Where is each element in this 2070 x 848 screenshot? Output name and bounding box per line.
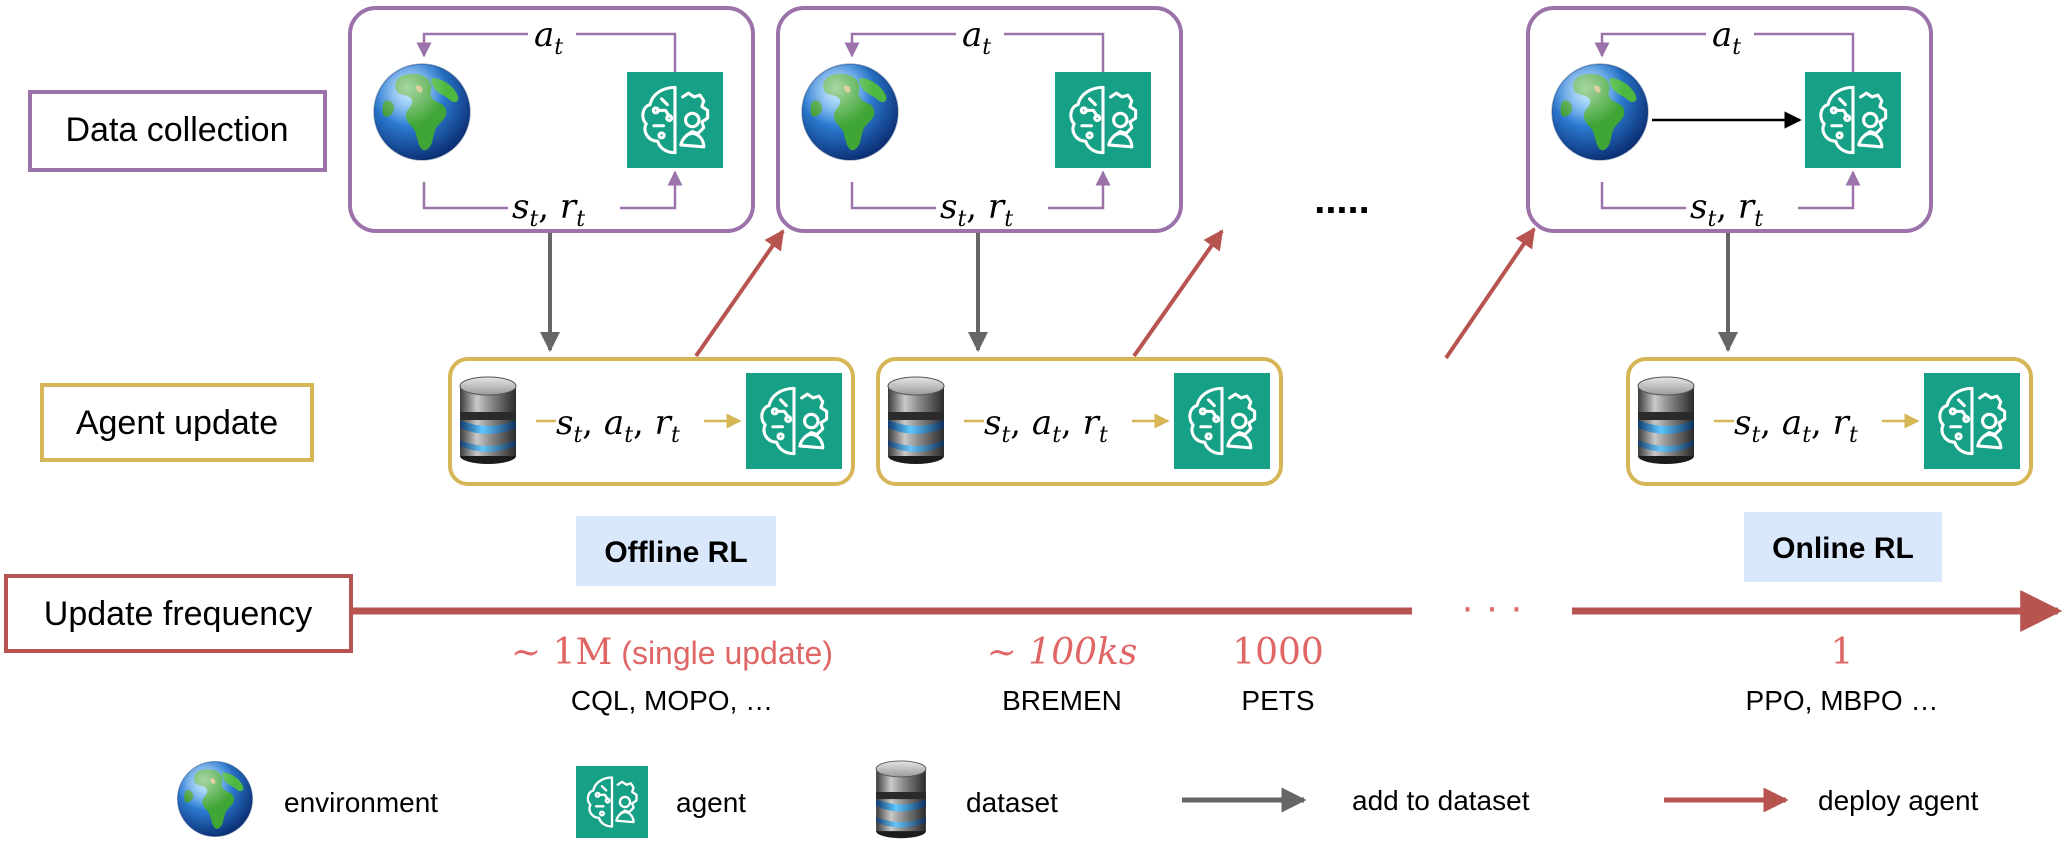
action-label: at (962, 15, 991, 60)
database-icon (887, 376, 945, 465)
globe-icon (1551, 63, 1649, 161)
transition-label: st, at, rt (556, 403, 680, 448)
agent-icon (1924, 372, 2020, 470)
agent-icon (746, 372, 842, 470)
globe-icon (176, 760, 254, 838)
legend: environment agent dataset add to dataset… (176, 760, 1979, 839)
deploy-agent-arrow-3 (1444, 227, 1536, 360)
data-collection-box-1: at st, rt (348, 6, 755, 233)
globe-icon (801, 63, 899, 161)
agent-update-box-1: st, at, rt (448, 357, 855, 486)
row-label-data-collection: Data collection (28, 90, 327, 172)
row-label-update-frequency: Update frequency (4, 574, 353, 653)
legend-deploy-agent: deploy agent (1818, 785, 1979, 816)
offline-rl-label: Offline RL (604, 536, 747, 569)
agent-icon (1055, 72, 1151, 168)
method-names: CQL, MOPO, … (571, 685, 773, 716)
agent-icon (576, 766, 648, 838)
agent-icon (627, 72, 723, 168)
legend-environment: environment (284, 787, 438, 818)
online-rl-badge: Online RL (1744, 512, 1942, 582)
row-label-data-collection-text: Data collection (65, 111, 288, 149)
agent-update-box-2: st, at, rt (876, 357, 1283, 486)
frequency-value: 1 (1831, 632, 1854, 673)
state-reward-label: st, rt (940, 187, 1013, 232)
method-names: PPO, MBPO … (1746, 685, 1939, 716)
method-names: BREMEN (1002, 685, 1122, 716)
offline-rl-badge: Offline RL (576, 516, 776, 586)
deploy-agent-arrow-2 (1132, 229, 1224, 358)
row-label-agent-update: Agent update (40, 383, 314, 462)
online-rl-label: Online RL (1772, 532, 1914, 565)
data-collection-box-2: at st, rt (776, 6, 1183, 233)
data-collection-box-3: at st, rt (1526, 6, 1933, 233)
transition-label: st, at, rt (984, 403, 1108, 448)
globe-icon (373, 63, 471, 161)
frequency-item-2: ∼ 100ks BREMEN (987, 632, 1138, 716)
legend-add-to-dataset: add to dataset (1352, 785, 1530, 816)
database-icon (1637, 376, 1695, 465)
row-label-agent-update-text: Agent update (76, 404, 278, 442)
ellipsis-top: ..... (1314, 178, 1370, 222)
timeline-ellipsis: · · · (1461, 585, 1523, 629)
database-icon (459, 376, 517, 465)
frequency-value: 1000 (1232, 632, 1324, 673)
row-label-update-frequency-text: Update frequency (44, 595, 312, 633)
agent-icon (1805, 72, 1901, 168)
transition-label: st, at, rt (1734, 403, 1858, 448)
deploy-agent-arrow-1 (694, 229, 785, 358)
agent-icon (1174, 372, 1270, 470)
method-names: PETS (1241, 685, 1314, 716)
action-label: at (534, 15, 563, 60)
frequency-value: ∼ 1M (single update) (511, 632, 833, 673)
agent-update-box-3: st, at, rt (1626, 357, 2033, 486)
frequency-item-4: 1 PPO, MBPO … (1746, 632, 1939, 716)
state-reward-label: st, rt (1690, 187, 1763, 232)
database-icon (875, 760, 927, 839)
legend-dataset: dataset (966, 787, 1058, 818)
action-label: at (1712, 15, 1741, 60)
frequency-item-1: ∼ 1M (single update) CQL, MOPO, … (511, 632, 833, 716)
state-reward-label: st, rt (512, 187, 585, 232)
frequency-value: ∼ 100ks (987, 632, 1138, 673)
legend-agent: agent (676, 787, 746, 818)
frequency-item-3: 1000 PETS (1232, 632, 1324, 716)
